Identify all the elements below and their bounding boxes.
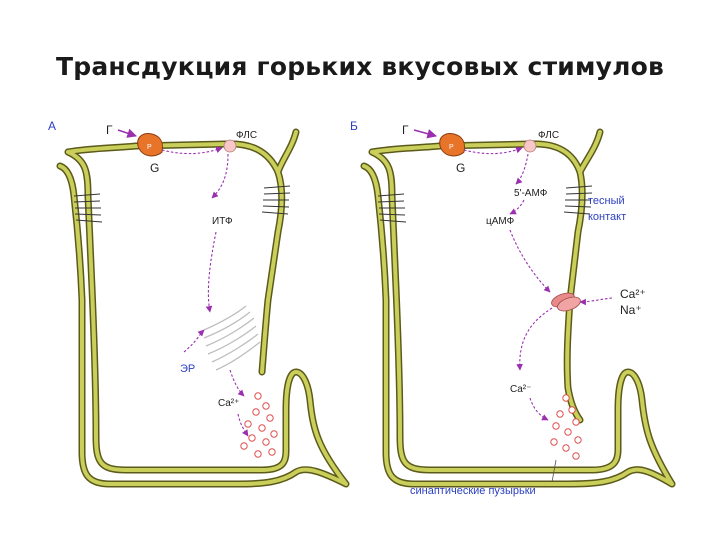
panel-a-junction-left [73,193,103,223]
panel-b: Б Г Р G ФЛС 5'-АМФ [350,119,676,497]
panel-b-junction-left [377,193,407,223]
panel-b-enzyme-to-amp-arrow [515,153,529,185]
panel-b-amp5-label: 5'-АМФ [514,188,548,199]
panel-b-cell-membrane [360,128,676,488]
panel-b-camp-label: цАМФ [486,216,515,227]
panel-b-gprotein-label: G [456,161,465,175]
panel-a-enzyme-to-itf-arrow [211,153,229,199]
panel-b-ion-channel [551,292,581,312]
panel-a-ligand-label: Г [106,123,113,137]
panel-b-ion-na-label: Na⁺ [620,303,642,317]
panel-a-messenger-label: ИТФ [212,216,233,227]
panel-a-vesicles [240,392,278,458]
panel-a-itf-to-er-arrow [205,231,217,313]
panel-b-enzyme-label: ФЛС [538,130,559,141]
panel-a-letter: А [48,119,56,133]
panel-b-receptor-label: Р [449,144,454,151]
panel-a-organelle-label: ЭР [180,363,195,375]
panel-b-ligand-arrow [413,129,437,139]
panel-a-er-to-ca-arrow [229,369,245,397]
panel-b-letter: Б [350,119,358,133]
panel-a-enzyme-label: ФЛС [236,130,257,141]
panel-a-ligand-arrow [117,128,137,138]
panel-a-cell-membrane [56,128,350,488]
panel-b-enzyme [523,139,537,153]
panel-b-channel-to-ca-arrow [516,307,553,371]
panel-b-amp-to-camp-arrow [509,199,525,215]
panel-b-ion-influx-arrow [579,297,613,306]
panel-a-receptor [137,133,163,157]
panel-a-endoplasmic-reticulum [203,305,261,371]
panel-b-vesicles [550,394,582,460]
panel-a-er-pointer-arrow [183,329,205,353]
panel-a-ca-to-vesicles-arrow [237,413,249,437]
panel-b-vesicles-pointer [551,459,557,483]
panel-a-gprotein-label: G [150,161,159,175]
panel-b-ion-ca-in-label: Ca²⁻ [510,384,531,395]
panel-a-g-to-enzyme-arrow [161,146,223,155]
panel-a-receptor-label: Р [147,144,152,151]
panel-a-ion-label: Ca²⁺ [218,398,239,409]
panel-b-vesicles-label: синаптические пузырьки [410,485,536,497]
panel-a: А Г Р G ФЛС [48,119,350,488]
panel-b-tight-junction-label-1: тесный [588,195,625,207]
panel-b-ca-to-vesicles-arrow [529,397,549,421]
panel-b-ion-ca-label: Ca²⁺ [620,287,646,301]
panel-b-junction-right [563,185,593,215]
panel-b-receptor [439,133,465,157]
panel-b-ligand-label: Г [402,123,409,137]
page-title: Трансдукция горьких вкусовых стимулов [55,52,665,81]
panel-b-tight-junction-label-2: контакт [588,211,626,223]
panel-a-enzyme [223,139,237,153]
panel-b-g-to-enzyme-arrow [463,146,523,155]
panel-b-camp-to-channel-arrow [509,229,551,293]
panel-a-junction-right [261,185,291,215]
